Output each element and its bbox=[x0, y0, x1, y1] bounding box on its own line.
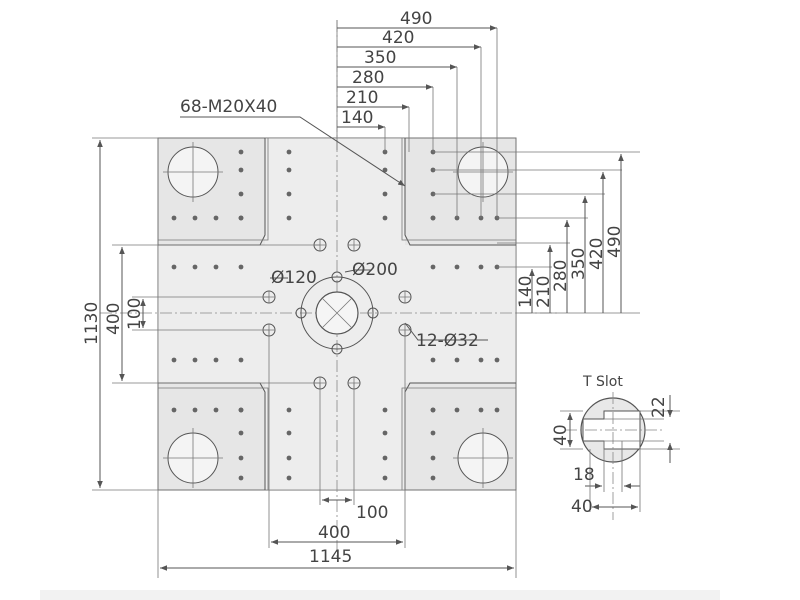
threaded-hole bbox=[171, 215, 177, 221]
threaded-hole bbox=[171, 357, 177, 363]
t-slot-dim-40-horizontal: 40 bbox=[571, 497, 593, 517]
right-dim-210: 210 bbox=[534, 276, 554, 308]
threaded-hole bbox=[430, 455, 436, 461]
threaded-hole bbox=[171, 407, 177, 413]
bore-large-callout: Ø200 bbox=[352, 260, 398, 280]
threaded-hole bbox=[213, 357, 219, 363]
threaded-hole bbox=[192, 215, 198, 221]
left-dimensions bbox=[92, 137, 320, 491]
left-dim-400: 400 bbox=[104, 303, 124, 335]
thread-callout: 68-M20X40 bbox=[180, 97, 277, 117]
threaded-hole bbox=[192, 357, 198, 363]
threaded-hole bbox=[430, 264, 436, 270]
top-dim-280: 280 bbox=[352, 68, 384, 88]
threaded-hole bbox=[238, 455, 244, 461]
bore-small-callout: Ø120 bbox=[271, 268, 317, 288]
right-dim-420: 420 bbox=[587, 238, 607, 270]
top-dim-350: 350 bbox=[364, 48, 396, 68]
left-dim-100: 100 bbox=[125, 298, 145, 330]
top-dim-210: 210 bbox=[346, 88, 378, 108]
bottom-dim-100: 100 bbox=[356, 503, 388, 523]
threaded-hole bbox=[478, 407, 484, 413]
callout-leaders bbox=[180, 116, 488, 341]
threaded-hole bbox=[478, 264, 484, 270]
threaded-hole bbox=[382, 430, 388, 436]
threaded-hole bbox=[213, 215, 219, 221]
threaded-hole bbox=[286, 167, 292, 173]
threaded-hole bbox=[382, 191, 388, 197]
threaded-hole bbox=[286, 455, 292, 461]
threaded-hole bbox=[382, 475, 388, 481]
threaded-hole bbox=[382, 167, 388, 173]
threaded-hole bbox=[430, 475, 436, 481]
bottom-dim-1145: 1145 bbox=[309, 547, 352, 567]
tie-bar-holes bbox=[163, 142, 513, 488]
left-dim-1130: 1130 bbox=[82, 302, 102, 345]
threaded-hole bbox=[286, 215, 292, 221]
threaded-hole bbox=[171, 264, 177, 270]
top-dimensions bbox=[336, 20, 498, 218]
threaded-hole bbox=[478, 357, 484, 363]
threaded-hole bbox=[192, 407, 198, 413]
threaded-hole bbox=[286, 475, 292, 481]
threaded-hole bbox=[286, 407, 292, 413]
bottom-dimensions bbox=[157, 330, 517, 578]
threaded-hole bbox=[238, 149, 244, 155]
holes-callout: 12-Ø32 bbox=[416, 331, 479, 351]
right-dim-350: 350 bbox=[569, 248, 589, 280]
right-dim-490: 490 bbox=[605, 226, 625, 258]
top-dim-140: 140 bbox=[341, 108, 373, 128]
threaded-hole bbox=[454, 357, 460, 363]
threaded-hole bbox=[382, 455, 388, 461]
threaded-hole bbox=[213, 264, 219, 270]
locating-ring bbox=[295, 271, 379, 355]
threaded-hole bbox=[238, 191, 244, 197]
t-slot-title: T Slot bbox=[582, 374, 623, 390]
bottom-bar bbox=[40, 590, 720, 600]
threaded-hole bbox=[430, 407, 436, 413]
right-dimensions bbox=[433, 151, 640, 314]
threaded-hole bbox=[286, 191, 292, 197]
right-dim-280: 280 bbox=[551, 260, 571, 292]
threaded-hole bbox=[238, 475, 244, 481]
t-slot-detail bbox=[560, 392, 680, 520]
top-dim-490: 490 bbox=[400, 9, 432, 29]
threaded-hole bbox=[454, 264, 460, 270]
threaded-hole bbox=[430, 215, 436, 221]
threaded-hole bbox=[494, 407, 500, 413]
threaded-hole bbox=[454, 407, 460, 413]
threaded-hole bbox=[238, 430, 244, 436]
t-slot-dim-40-vertical: 40 bbox=[551, 424, 571, 446]
threaded-hole bbox=[238, 357, 244, 363]
threaded-holes bbox=[171, 149, 500, 481]
right-dim-140: 140 bbox=[516, 276, 536, 308]
threaded-hole bbox=[192, 264, 198, 270]
threaded-hole bbox=[430, 357, 436, 363]
threaded-hole bbox=[238, 167, 244, 173]
threaded-hole bbox=[238, 407, 244, 413]
top-dim-420: 420 bbox=[382, 28, 414, 48]
threaded-hole bbox=[286, 430, 292, 436]
bottom-dim-400: 400 bbox=[318, 523, 350, 543]
threaded-hole bbox=[494, 357, 500, 363]
t-slot-dim-18: 18 bbox=[573, 465, 595, 485]
threaded-hole bbox=[382, 407, 388, 413]
threaded-hole bbox=[238, 215, 244, 221]
threaded-hole bbox=[430, 430, 436, 436]
threaded-hole bbox=[286, 149, 292, 155]
t-slot-dim-22: 22 bbox=[649, 396, 669, 418]
threaded-hole bbox=[382, 215, 388, 221]
threaded-hole bbox=[213, 407, 219, 413]
threaded-hole bbox=[238, 264, 244, 270]
